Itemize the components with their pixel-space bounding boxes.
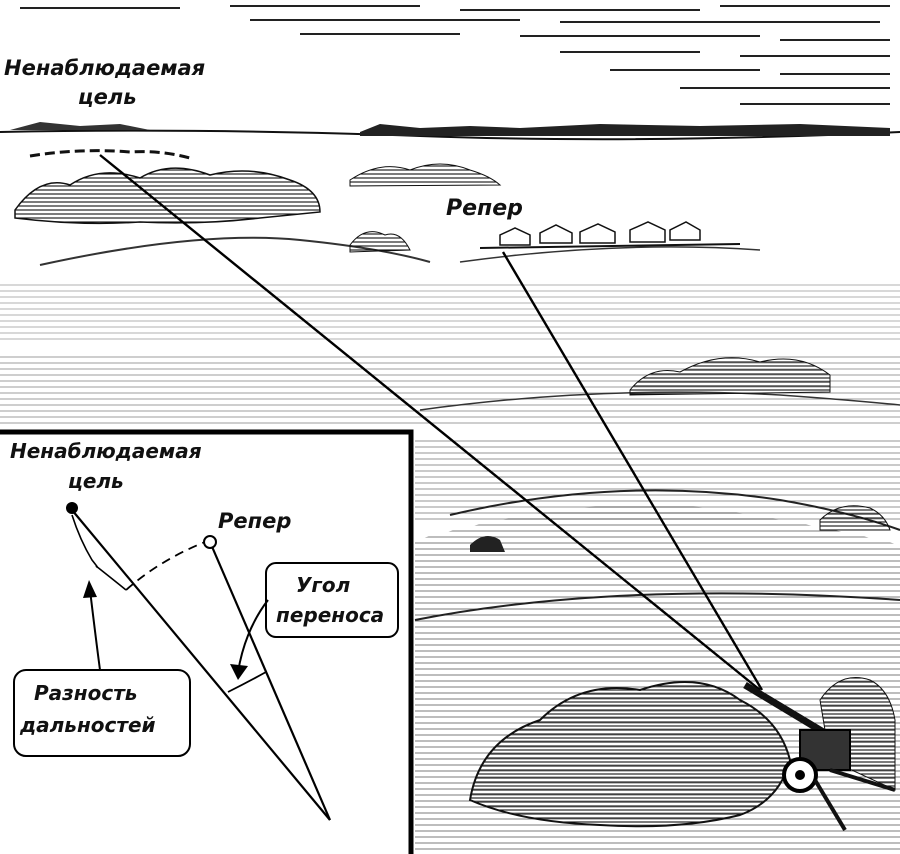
sky-hatching [20, 5, 890, 105]
inset-line-to-target [71, 509, 331, 821]
angle-label-2: переноса [276, 603, 384, 627]
inset-target-point [66, 502, 78, 514]
line-to-reference [501, 251, 764, 691]
angle-label-1: Угол [296, 573, 351, 597]
inset-line-to-reference [208, 541, 332, 821]
tree-clumps [14, 163, 896, 828]
village [479, 221, 741, 249]
artillery-gun [743, 681, 896, 832]
inset-angle-arc [227, 671, 267, 693]
inset-panel: Ненаблюдаемая цель Репер Угол переноса Р… [0, 429, 414, 854]
target-marker [29, 149, 191, 160]
scene-target-label-2: цель [78, 85, 136, 109]
scene-target-label-1: Ненаблюдаемая [4, 56, 205, 80]
range-callout-box [13, 669, 191, 757]
line-to-target [99, 154, 761, 691]
angle-callout-box [265, 562, 399, 638]
inset-target-label-2: цель [68, 469, 124, 493]
inset-reference-label: Репер [218, 509, 291, 533]
range-label-2: дальностей [19, 713, 156, 737]
inset-range-bracket [71, 514, 127, 591]
sight-lines [99, 154, 764, 691]
horizon [0, 122, 900, 141]
range-label-1: Разность [34, 681, 137, 705]
inset-reference-point [203, 535, 217, 549]
inset-range-arc [125, 541, 206, 591]
scene-reference-label: Репер [446, 196, 523, 221]
inset-target-label-1: Ненаблюдаемая [10, 439, 202, 463]
